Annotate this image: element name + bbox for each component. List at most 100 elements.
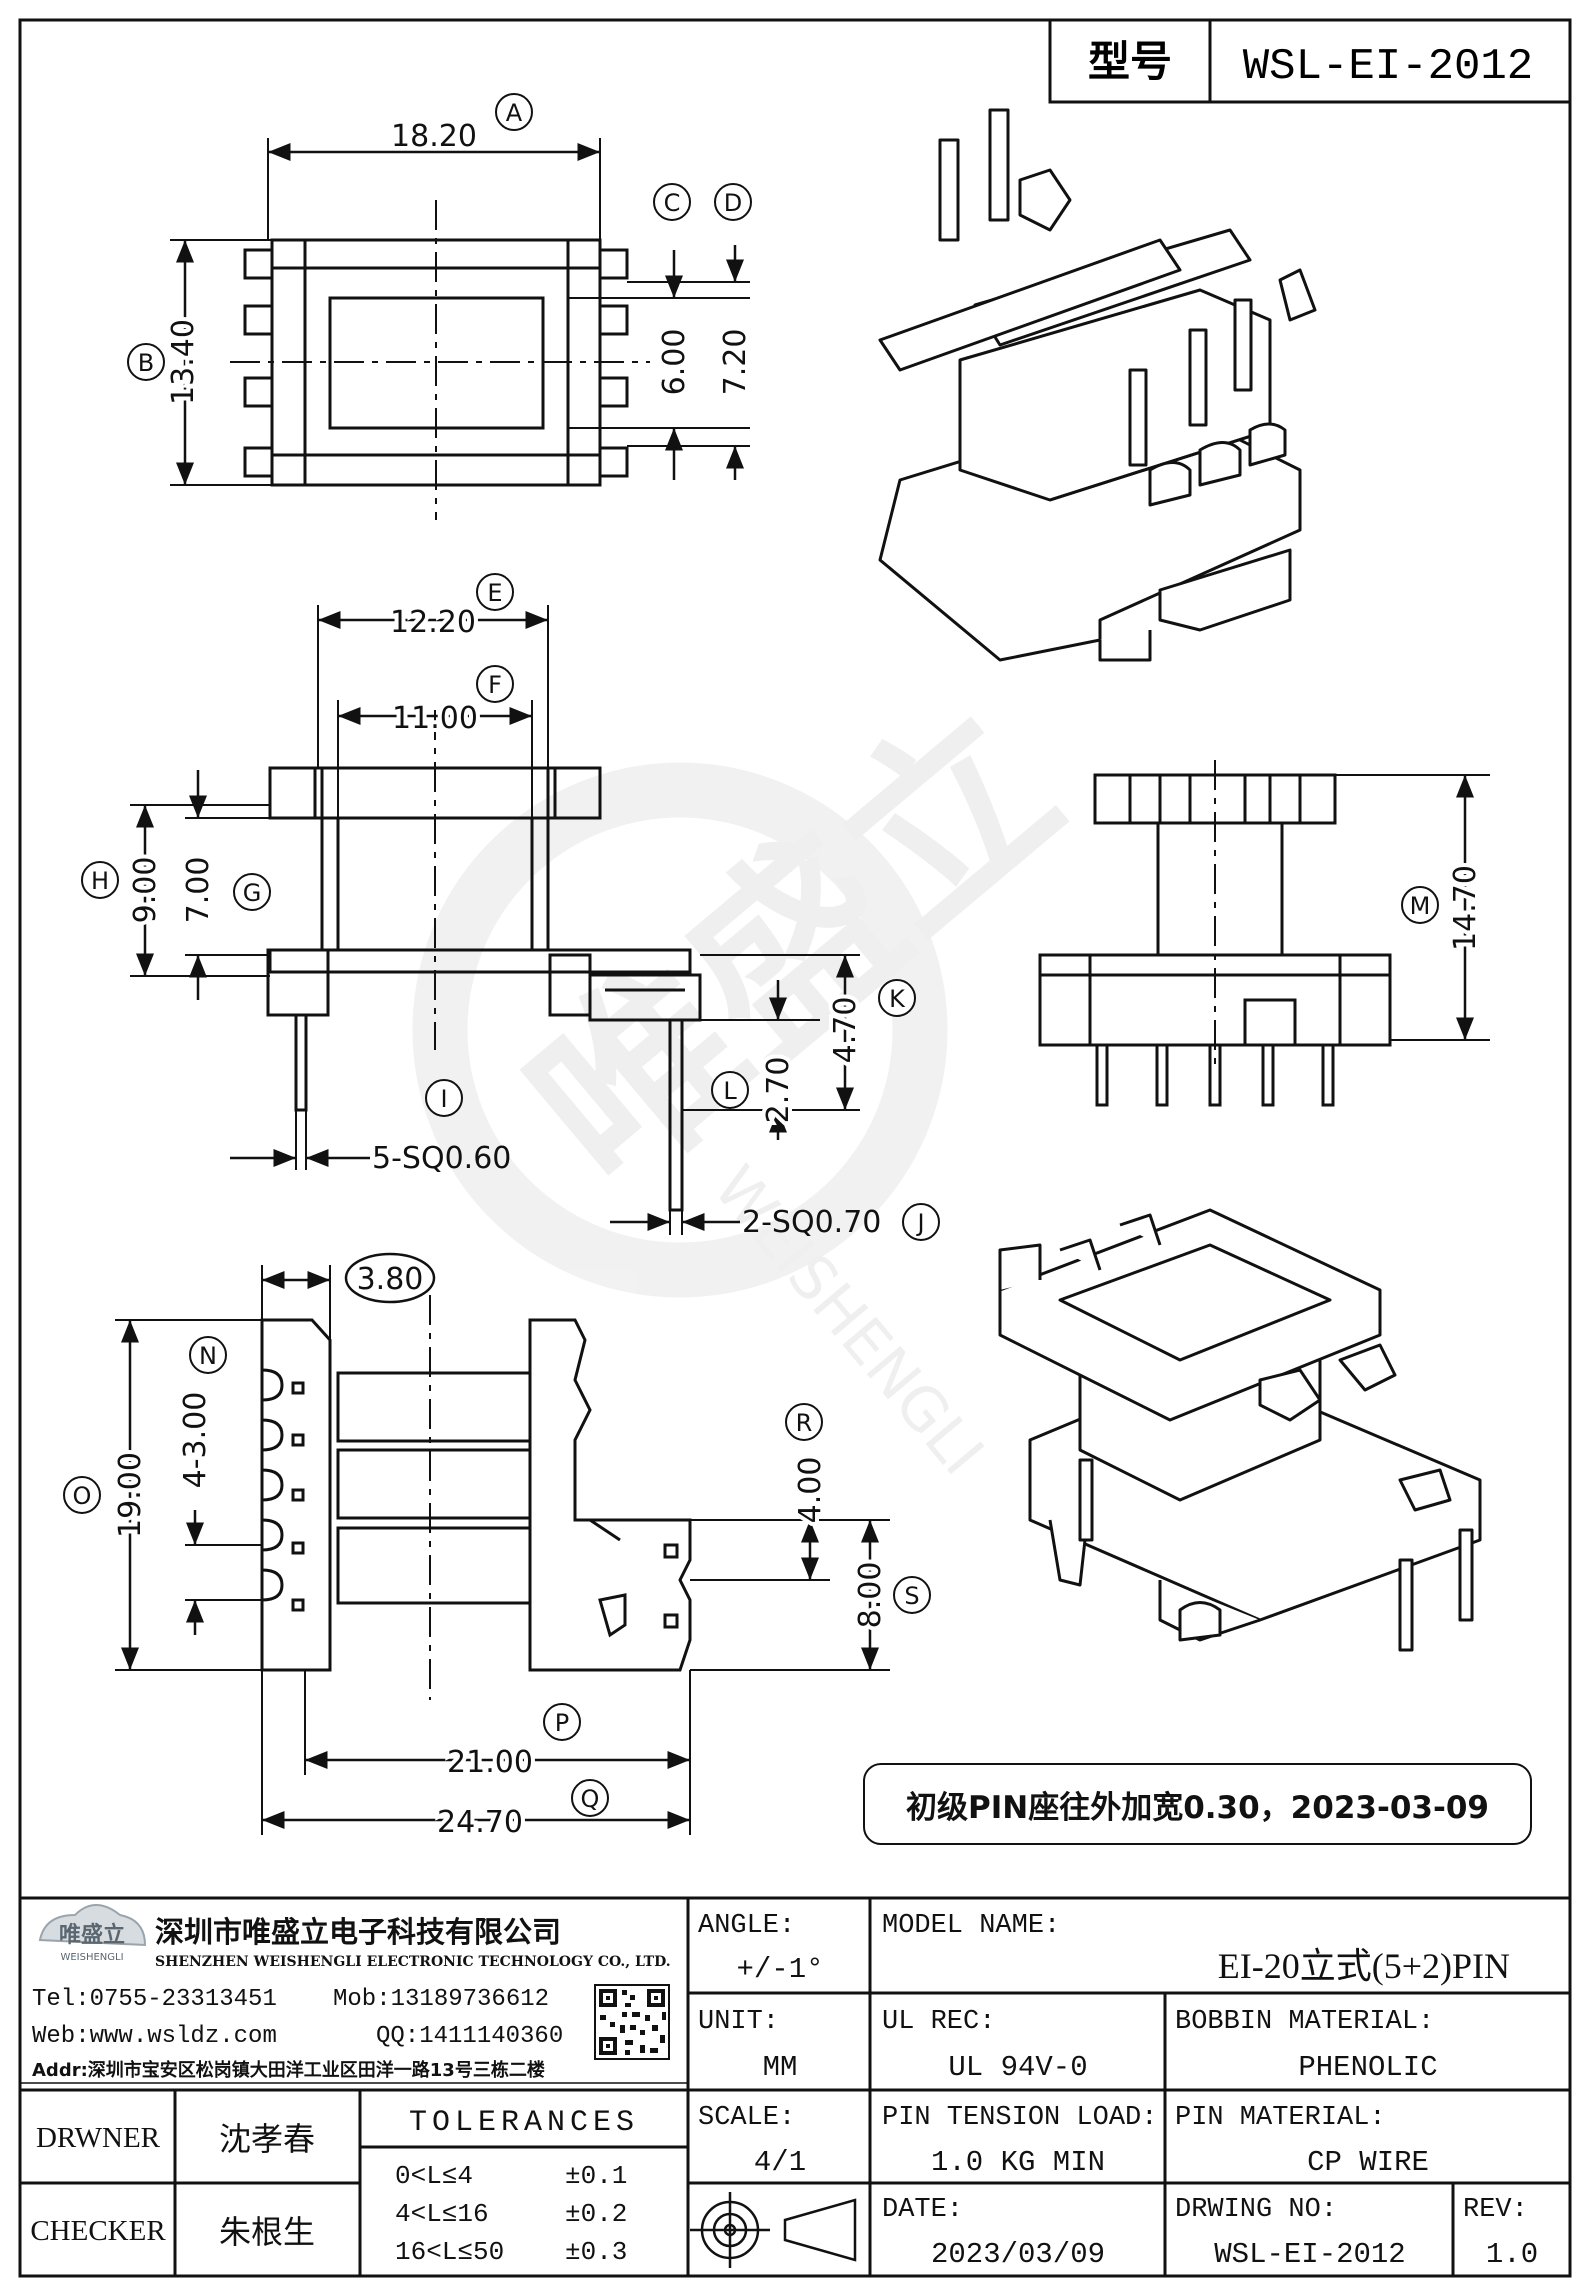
pin-material-label: PIN MATERIAL: bbox=[1175, 2103, 1386, 2133]
dim-f-value: 11.00 bbox=[392, 701, 478, 736]
marker-a: A bbox=[506, 99, 523, 127]
marker-i: I bbox=[440, 1085, 447, 1113]
tolerance-range-1: 0<L≤4 bbox=[395, 2161, 473, 2191]
company-qq: QQ:1411140360 bbox=[376, 2023, 563, 2050]
dim-c-value: 6.00 bbox=[657, 329, 692, 396]
marker-p: P bbox=[555, 1709, 569, 1737]
scale-label: SCALE: bbox=[698, 2103, 795, 2133]
revision-note-text: 初级PIN座往外加宽0.30，2023-03-09 bbox=[906, 1789, 1489, 1826]
company-mob: Mob:13189736612 bbox=[333, 1986, 549, 2013]
side-view bbox=[1038, 760, 1490, 1107]
dim-n-value: 4-3.00 bbox=[178, 1392, 213, 1489]
tolerance-value-1: ±0.1 bbox=[565, 2161, 627, 2191]
logo-text: 唯盛立 bbox=[59, 1922, 125, 1948]
marker-n: N bbox=[199, 1342, 217, 1370]
scale-value: 4/1 bbox=[754, 2146, 806, 2179]
revision-note: 初级PIN座往外加宽0.30，2023-03-09 bbox=[863, 1763, 1532, 1845]
checker-label: CHECKER bbox=[30, 2215, 166, 2247]
model-name-label: MODEL NAME: bbox=[882, 1911, 1060, 1941]
unit-value: MM bbox=[763, 2051, 798, 2084]
tolerance-value-3: ±0.3 bbox=[565, 2237, 627, 2267]
dim-b-value: 13.40 bbox=[166, 319, 201, 405]
tolerance-range-2: 4<L≤16 bbox=[395, 2199, 489, 2229]
company-addr: Addr:深圳市宝安区松岗镇大田洋工业区田洋一路13号三栋二楼 bbox=[32, 2059, 545, 2081]
company-tel: Tel:0755-23313451 bbox=[32, 1986, 277, 2013]
dim-i-value: 5-SQ0.60 bbox=[372, 1141, 511, 1176]
side-view-markers: M bbox=[1401, 886, 1439, 924]
drawer-value: 沈孝春 bbox=[219, 2120, 315, 2158]
drawing-no-value: WSL-EI-2012 bbox=[1214, 2238, 1405, 2271]
dim-q-value: 24.70 bbox=[437, 1805, 523, 1840]
dim-h-value: 9.00 bbox=[128, 857, 163, 924]
pin-tension-label: PIN TENSION LOAD: bbox=[882, 2103, 1157, 2133]
ul-rec-label: UL REC: bbox=[882, 2007, 995, 2037]
dim-m-value: 14.70 bbox=[1448, 865, 1483, 951]
model-code: WSL-EI-2012 bbox=[1243, 42, 1533, 92]
bottom-view bbox=[115, 1265, 890, 1835]
marker-b: B bbox=[138, 349, 154, 377]
model-name-value: EI-20立式(5+2)PIN bbox=[1218, 1946, 1510, 1986]
rev-label: REV: bbox=[1463, 2195, 1528, 2225]
marker-r: R bbox=[796, 1409, 813, 1437]
bottom-view-labels: 3.80 19.00 4-3.00 4.00 8.00 21.00 24.70 bbox=[109, 1252, 892, 1844]
dim-k-value: 4.70 bbox=[828, 997, 863, 1064]
marker-k: K bbox=[889, 985, 906, 1013]
projection-symbol-icon bbox=[690, 2192, 857, 2268]
marker-e: E bbox=[487, 579, 502, 607]
dim-top-value: 3.80 bbox=[357, 1262, 424, 1297]
dim-o-value: 19.00 bbox=[113, 1452, 148, 1538]
marker-f: F bbox=[488, 671, 502, 699]
rev-value: 1.0 bbox=[1486, 2238, 1538, 2271]
marker-j: J bbox=[915, 1209, 924, 1237]
marker-c: C bbox=[664, 189, 681, 217]
model-label: 型号 bbox=[1088, 37, 1172, 86]
company-web: Web:www.wsldz.com bbox=[32, 2023, 277, 2050]
marker-o: O bbox=[73, 1482, 92, 1510]
tolerance-range-3: 16<L≤50 bbox=[395, 2237, 504, 2267]
marker-l: L bbox=[723, 1077, 737, 1105]
top-view-markers: A B C D bbox=[127, 93, 752, 381]
drawer-label: DRWNER bbox=[36, 2122, 161, 2154]
bottom-view-markers: N O P Q R S bbox=[63, 1336, 931, 1817]
angle-value: +/-1° bbox=[736, 1953, 823, 1986]
tolerance-value-2: ±0.2 bbox=[565, 2199, 627, 2229]
marker-d: D bbox=[724, 189, 742, 217]
dim-r-value: 4.00 bbox=[793, 1457, 828, 1524]
sheet-border bbox=[18, 18, 1572, 2278]
dim-p-value: 21.00 bbox=[447, 1745, 533, 1780]
ul-rec-value: UL 94V-0 bbox=[948, 2051, 1087, 2084]
isometric-view-2 bbox=[998, 1208, 1482, 1652]
isometric-view-1 bbox=[878, 108, 1317, 662]
dim-s-value: 8.00 bbox=[853, 1562, 888, 1629]
title-block-texts: 深圳市唯盛立电子科技有限公司 SHENZHEN WEISHENGLI ELECT… bbox=[30, 1911, 1538, 2271]
bobbin-material-value: PHENOLIC bbox=[1298, 2051, 1437, 2084]
dim-e-value: 12.20 bbox=[390, 605, 476, 640]
angle-label: ANGLE: bbox=[698, 1911, 795, 1941]
title-block-grid bbox=[20, 1896, 1570, 2276]
marker-s: S bbox=[904, 1582, 919, 1610]
pin-tension-value: 1.0 KG MIN bbox=[931, 2146, 1105, 2179]
company-logo: 唯盛立 WEISHENGLI bbox=[38, 1904, 147, 1963]
marker-m: M bbox=[1410, 892, 1431, 920]
tolerances-label: TOLERANCES bbox=[409, 2106, 639, 2140]
dim-g-value: 7.00 bbox=[181, 857, 216, 924]
dim-a-value: 18.20 bbox=[391, 119, 477, 154]
dim-l-value: 2.70 bbox=[761, 1057, 796, 1124]
dim-d-value: 7.20 bbox=[718, 329, 753, 396]
drawing-no-label: DRWING NO: bbox=[1175, 2195, 1337, 2225]
company-name-cn: 深圳市唯盛立电子科技有限公司 bbox=[155, 1915, 561, 1949]
date-label: DATE: bbox=[882, 2195, 963, 2225]
pin-material-value: CP WIRE bbox=[1307, 2146, 1429, 2179]
dim-j-value: 2-SQ0.70 bbox=[742, 1205, 881, 1240]
front-view-markers: E F G H I J K L bbox=[81, 573, 940, 1241]
bobbin-material-label: BOBBIN MATERIAL: bbox=[1175, 2007, 1434, 2037]
marker-h: H bbox=[91, 867, 109, 895]
date-value: 2023/03/09 bbox=[931, 2238, 1105, 2271]
front-view bbox=[130, 605, 860, 1235]
front-view-labels: 12.20 11.00 9.00 7.00 4.70 2.70 5-SQ0.60… bbox=[124, 601, 881, 1240]
company-name-en: SHENZHEN WEISHENGLI ELECTRONIC TECHNOLOG… bbox=[155, 1954, 671, 1970]
marker-g: G bbox=[243, 879, 262, 907]
header-box: 型号 WSL-EI-2012 bbox=[1048, 18, 1572, 104]
top-view bbox=[170, 138, 750, 520]
